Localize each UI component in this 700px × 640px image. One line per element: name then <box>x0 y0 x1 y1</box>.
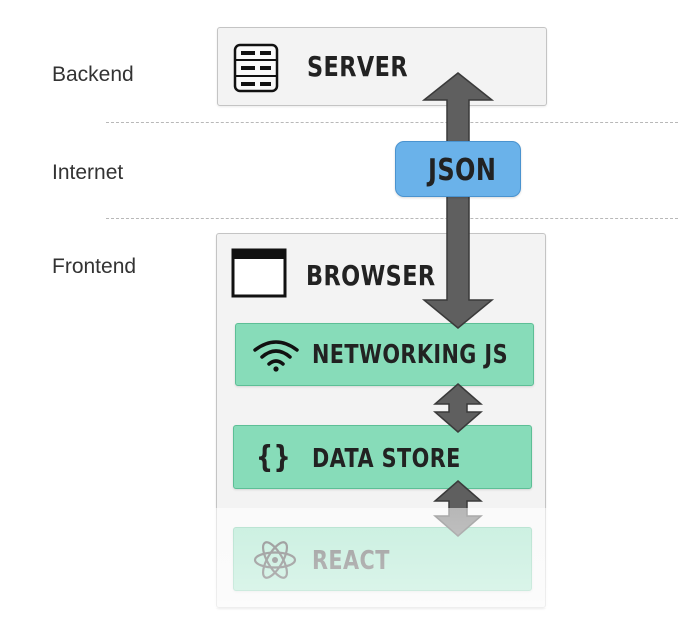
layer-label-frontend: Frontend <box>52 255 137 278</box>
json-node: JSON <box>395 141 521 197</box>
arrow-server-networking <box>421 72 495 329</box>
networking-js-label: NETWORKING JS <box>312 340 508 370</box>
braces-icon: {} <box>256 440 291 475</box>
browser-window-icon <box>231 248 287 298</box>
data-store-node: {} DATA STORE <box>233 425 532 489</box>
server-label: SERVER <box>307 50 408 83</box>
layer-label-internet: Internet <box>52 161 124 184</box>
json-label: JSON <box>428 153 497 188</box>
divider-backend-internet <box>106 122 678 123</box>
layer-label-backend: Backend <box>52 63 134 86</box>
arrow-networking-datastore <box>432 383 484 433</box>
server-icon <box>233 43 279 93</box>
data-store-label: DATA STORE <box>312 444 461 474</box>
browser-label: BROWSER <box>306 259 436 292</box>
arrow-datastore-react <box>432 480 484 537</box>
server-node: SERVER <box>217 27 547 106</box>
networking-js-node: NETWORKING JS <box>235 323 534 386</box>
wifi-icon <box>253 340 299 372</box>
divider-internet-frontend <box>106 218 678 219</box>
